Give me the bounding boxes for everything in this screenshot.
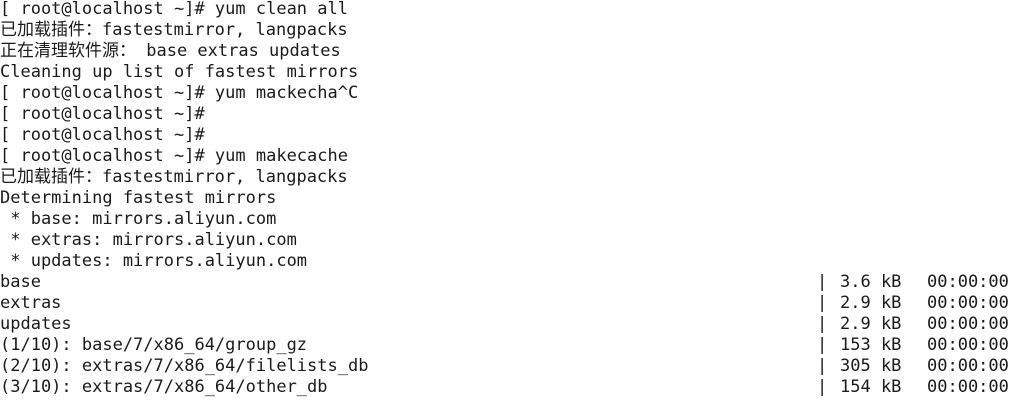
terminal-line: * updates: mirrors.aliyun.com [0,251,308,271]
row-time: 00:00:00 [927,314,1009,334]
row-size: 153 kB [840,335,902,355]
terminal-line: * base: mirrors.aliyun.com [0,209,277,229]
row-name: (3/10): extras/7/x86_64/other_db [0,377,328,397]
row-size: 3.6 kB [840,272,902,292]
row-time: 00:00:00 [927,293,1009,313]
row-size: 305 kB [840,356,902,376]
terminal-line: [ root@localhost ~]# yum clean all [0,0,348,19]
row-size: 2.9 kB [840,293,902,313]
row-name: extras [0,293,62,313]
terminal-line: [ root@localhost ~]# yum makecache [0,146,348,166]
row-separator: | [817,272,828,292]
row-size: 2.9 kB [840,314,902,334]
row-name: (1/10): base/7/x86_64/group_gz [0,335,308,355]
row-time: 00:00:00 [927,356,1009,376]
row-name: updates [0,314,72,334]
row-separator: | [817,356,828,376]
terminal-line: 已加载插件：fastestmirror, langpacks [0,20,348,40]
terminal-line: [ root@localhost ~]# [0,125,205,145]
row-size: 154 kB [840,377,902,397]
terminal-line: 正在清理软件源： base extras updates [0,41,341,61]
terminal-line: 已加载插件：fastestmirror, langpacks [0,167,348,187]
row-separator: | [817,377,828,397]
terminal-line: Determining fastest mirrors [0,188,277,208]
terminal-line: Cleaning up list of fastest mirrors [0,62,359,82]
row-separator: | [817,314,828,334]
row-time: 00:00:00 [927,377,1009,397]
row-time: 00:00:00 [927,272,1009,292]
row-time: 00:00:00 [927,335,1009,355]
terminal-line: [ root@localhost ~]# yum mackecha^C [0,83,359,103]
terminal-line: * extras: mirrors.aliyun.com [0,230,297,250]
row-separator: | [817,293,828,313]
row-name: base [0,272,41,292]
row-separator: | [817,335,828,355]
terminal-line: [ root@localhost ~]# [0,104,205,124]
row-name: (2/10): extras/7/x86_64/filelists_db [0,356,369,376]
